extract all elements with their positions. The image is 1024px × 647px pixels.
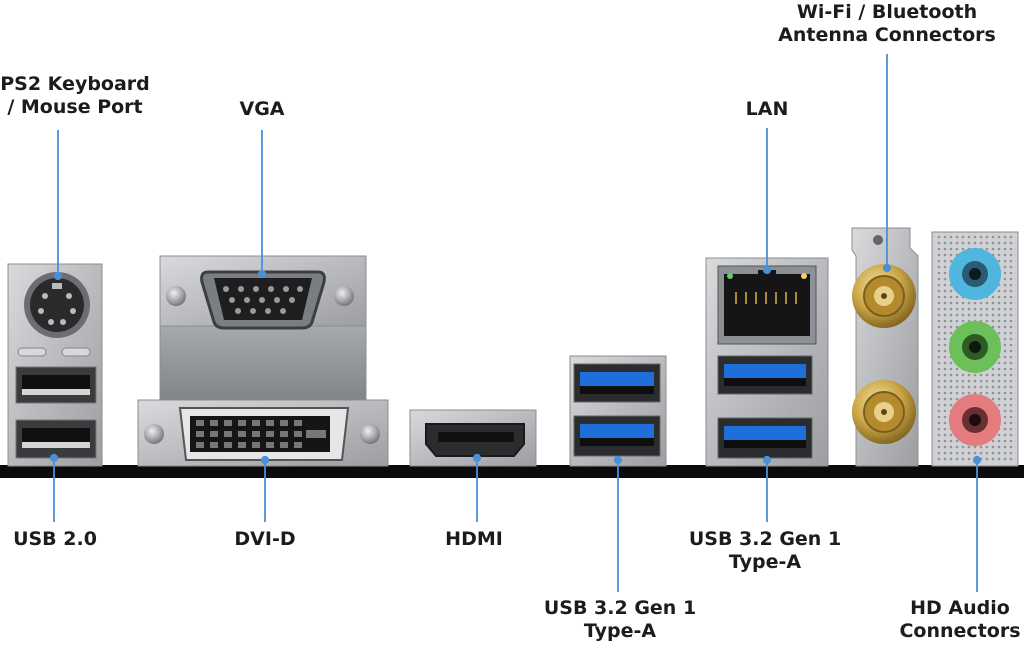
label-audio-line2: Connectors — [899, 620, 1021, 642]
label-audio-line1: HD Audio — [910, 597, 1010, 619]
ps2-usb2-port-stack — [7, 263, 103, 467]
antenna-connector-bottom — [852, 380, 916, 444]
audio-panel — [931, 231, 1019, 467]
label-usb32-lan-line2: Type-A — [728, 551, 802, 573]
label-usb32-mid: USB 3.2 Gen 1 Type-A — [544, 597, 696, 643]
label-dvid: DVI-D — [234, 528, 295, 551]
label-ps2-line2: / Mouse Port — [7, 96, 143, 118]
label-audio: HD Audio Connectors — [899, 597, 1020, 643]
label-vga-line1: VGA — [239, 98, 285, 120]
hdmi-port-housing — [409, 409, 537, 467]
label-antenna-line1: Wi-Fi / Bluetooth — [796, 1, 978, 23]
label-usb32-mid-line1: USB 3.2 Gen 1 — [543, 597, 697, 619]
vga-dvi-bracket — [137, 255, 389, 467]
lan-usb32-stack — [705, 257, 829, 467]
usb32-mid-stack — [569, 355, 667, 467]
label-usb2: USB 2.0 — [13, 528, 97, 551]
label-antenna-line2: Antenna Connectors — [778, 24, 996, 46]
label-vga: VGA — [239, 98, 284, 121]
label-usb32-mid-line2: Type-A — [583, 620, 657, 642]
label-hdmi: HDMI — [445, 528, 503, 551]
label-lan: LAN — [746, 98, 789, 121]
io-shield-bar — [0, 465, 1024, 478]
label-dvid-line1: DVI-D — [234, 528, 296, 550]
label-usb32-lan-line1: USB 3.2 Gen 1 — [688, 528, 842, 550]
audio-jack-green — [949, 321, 1001, 373]
label-ps2-port: PS2 Keyboard / Mouse Port — [0, 73, 150, 119]
label-usb32-lan: USB 3.2 Gen 1 Type-A — [689, 528, 841, 574]
audio-jack-blue — [949, 248, 1001, 300]
label-hdmi-line1: HDMI — [445, 528, 503, 550]
label-ps2-line1: PS2 Keyboard — [0, 73, 150, 95]
label-lan-line1: LAN — [745, 98, 789, 120]
antenna-connector-top — [852, 264, 916, 328]
label-antenna: Wi-Fi / Bluetooth Antenna Connectors — [778, 1, 996, 47]
label-usb2-line1: USB 2.0 — [13, 528, 97, 550]
antenna-bracket — [851, 227, 919, 467]
audio-jack-pink — [949, 394, 1001, 446]
